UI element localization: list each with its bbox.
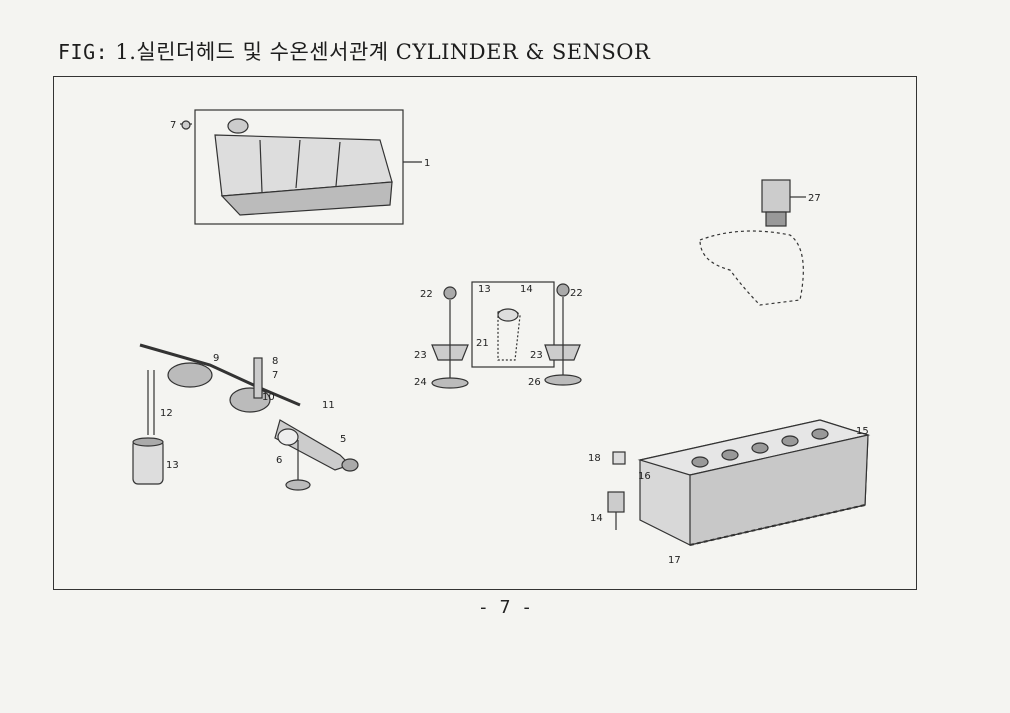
callout: 6 — [276, 455, 282, 466]
callout: 12 — [160, 408, 173, 419]
callout: 22 — [570, 288, 583, 299]
callout: 7 — [272, 370, 278, 381]
callout: 17 — [668, 555, 681, 566]
callout: 26 — [528, 377, 541, 388]
callout-labels: 1 7 27 22 13 14 21 23 22 23 24 26 9 8 7 … — [160, 120, 869, 566]
callout: 24 — [414, 377, 427, 388]
page-number: - 7 - — [477, 597, 533, 618]
callout: 14 — [520, 284, 533, 295]
callout: 1 — [424, 158, 430, 169]
rocker-arm-assembly — [132, 343, 359, 491]
cylinder-head-cover — [180, 109, 422, 225]
callout: 16 — [638, 471, 651, 482]
callout: 10 — [262, 392, 275, 403]
callout: 23 — [414, 350, 427, 361]
callout: 18 — [588, 453, 601, 464]
callout: 23 — [530, 350, 543, 361]
callout: 14 — [590, 513, 603, 524]
callout: 21 — [476, 338, 489, 349]
callout: 8 — [272, 356, 278, 367]
callout: 7 — [170, 120, 176, 131]
figure-title-text: 1.실린더헤드 및 수온센서관계 CYLINDER & SENSOR — [115, 40, 651, 64]
callout: 13 — [478, 284, 491, 295]
callout: 11 — [322, 400, 335, 411]
callout: 27 — [808, 193, 821, 204]
figure-title: FIG: 1.실린더헤드 및 수온센서관계 CYLINDER & SENSOR — [58, 36, 650, 66]
diagram-frame — [53, 76, 917, 590]
figure-prefix: FIG: — [58, 40, 109, 64]
callout: 22 — [420, 289, 433, 300]
callout: 9 — [213, 353, 219, 364]
callout: 5 — [340, 434, 346, 445]
callout: 13 — [166, 460, 179, 471]
valve-assembly — [431, 281, 582, 389]
callout: 15 — [856, 426, 869, 437]
water-temperature-sensor — [699, 179, 806, 306]
cylinder-head-block — [607, 419, 871, 546]
